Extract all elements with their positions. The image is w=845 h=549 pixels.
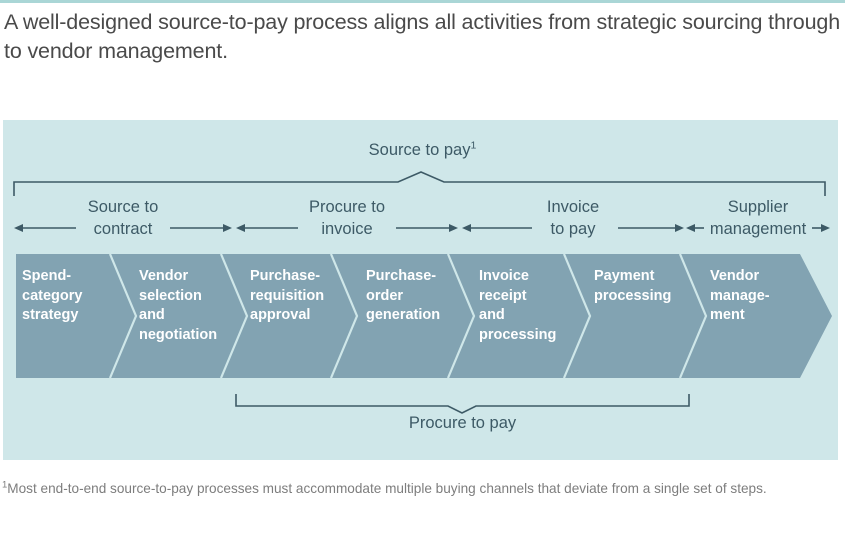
phase-label: Procure to invoice: [308, 198, 386, 238]
chevron-step-1-label: Spend- category strategy: [22, 268, 83, 323]
chevron-step-6-label: Payment processing: [594, 268, 672, 304]
footnote-marker: 1: [2, 479, 8, 491]
page-title: A well-designed source-to-pay process al…: [4, 10, 840, 63]
footnote: 1Most end-to-end source-to-pay processes…: [2, 478, 840, 500]
phase-arrow-double: [236, 224, 458, 232]
phase-label: Source to contract: [87, 198, 159, 238]
top-accent-rule: [0, 0, 845, 3]
top-bracket-line: [13, 171, 826, 196]
phase-arrow-row: Source to contract Procure to invoice In…: [0, 196, 845, 248]
chevron-step-5-label: Invoice receipt and processing: [479, 268, 557, 343]
phase-arrow-double: [686, 224, 830, 232]
phase-source-to-contract: Source to contract: [14, 196, 232, 248]
process-chevron-bar: Spend- category strategy Vendor selectio…: [0, 252, 845, 380]
chevron-step-7-label: Vendor manage- ment: [710, 268, 770, 323]
phase-invoice-to-pay: Invoice to pay: [462, 196, 684, 248]
footnote-text: Most end-to-end source-to-pay processes …: [7, 481, 767, 496]
bottom-bracket-label: Procure to pay: [408, 414, 517, 432]
top-bracket-footnote-marker: 1: [470, 139, 477, 152]
chevron-step-4-label: Purchase- order generation: [366, 268, 441, 323]
chevron-step-2-label: Vendor selection and negotiation: [139, 268, 218, 343]
phase-arrow-double: [462, 224, 684, 232]
bottom-bracket-line: [235, 394, 690, 414]
phase-supplier-management: Supplier management: [686, 196, 830, 248]
chevron-labels: Spend- category strategy Vendor selectio…: [0, 252, 845, 380]
chevron-step-3-label: Purchase- requisition approval: [250, 268, 325, 323]
phase-label: Supplier management: [709, 198, 807, 238]
phase-procure-to-invoice: Procure to invoice: [236, 196, 458, 248]
phase-label: Invoice to pay: [546, 198, 600, 238]
phase-arrow-double: [14, 224, 232, 232]
top-bracket-label-text: Source to pay: [368, 141, 471, 159]
top-bracket-label: Source to pay1: [0, 139, 845, 160]
chevron-shapes: [16, 253, 832, 379]
